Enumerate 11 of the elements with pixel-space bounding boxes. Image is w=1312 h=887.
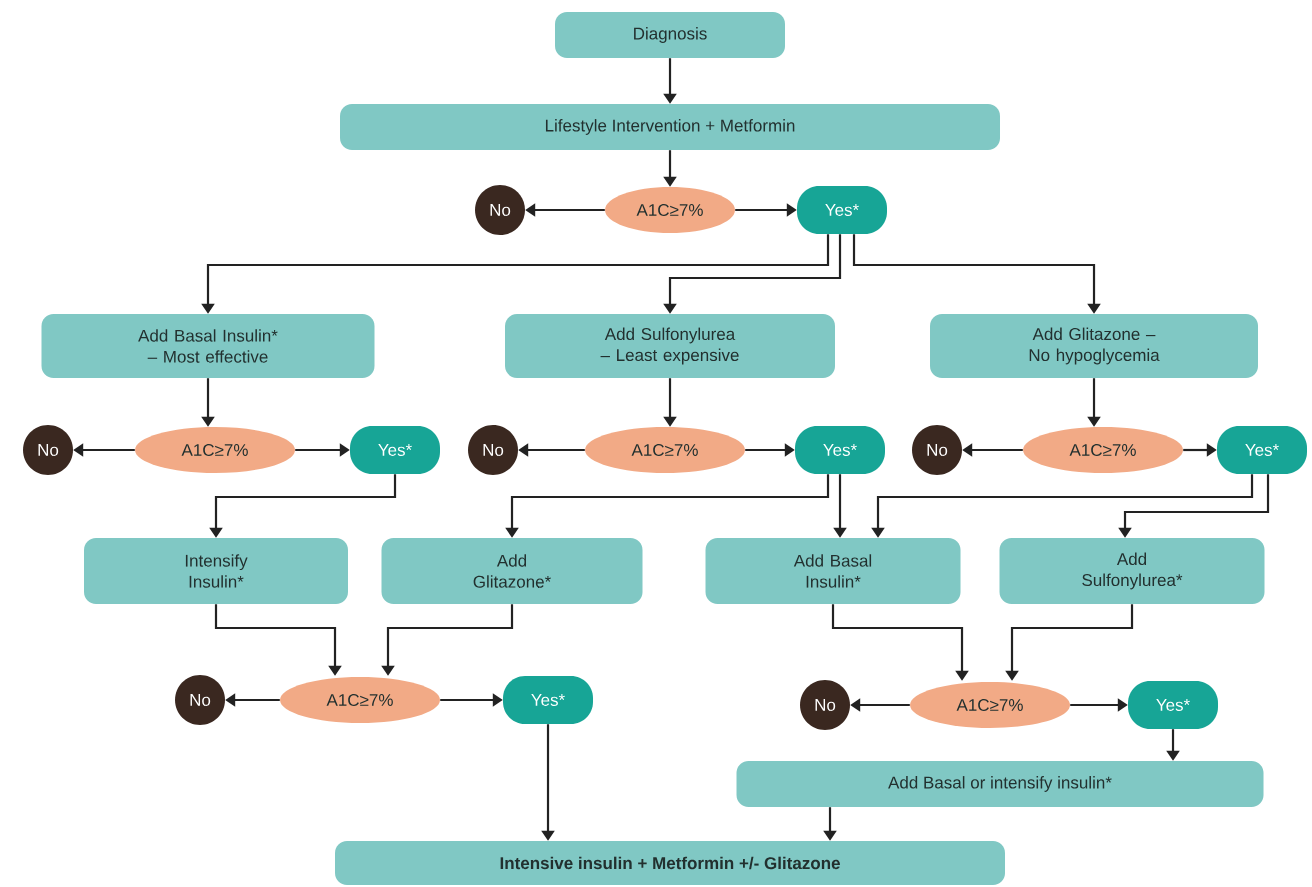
process-box: Add Sulfonylurea* — [999, 538, 1265, 604]
process-box: Intensive insulin + Metformin +/- Glitazone — [335, 841, 1005, 885]
process-box: Add Glitazone* — [381, 538, 643, 604]
process-box: Intensify Insulin* — [84, 538, 348, 604]
process-box: Add Glitazone – No hypoglycemia — [930, 314, 1258, 378]
process-box: Add Sulfonylurea – Least expensive — [505, 314, 835, 378]
process-box: Diagnosis — [555, 12, 785, 58]
process-box: Add Basal Insulin* – Most effective — [41, 314, 375, 378]
process-box: Add Basal Insulin* — [705, 538, 961, 604]
process-box: Add Basal or intensify insulin* — [736, 761, 1264, 807]
process-box: Lifestyle Intervention + Metformin — [340, 104, 1000, 150]
